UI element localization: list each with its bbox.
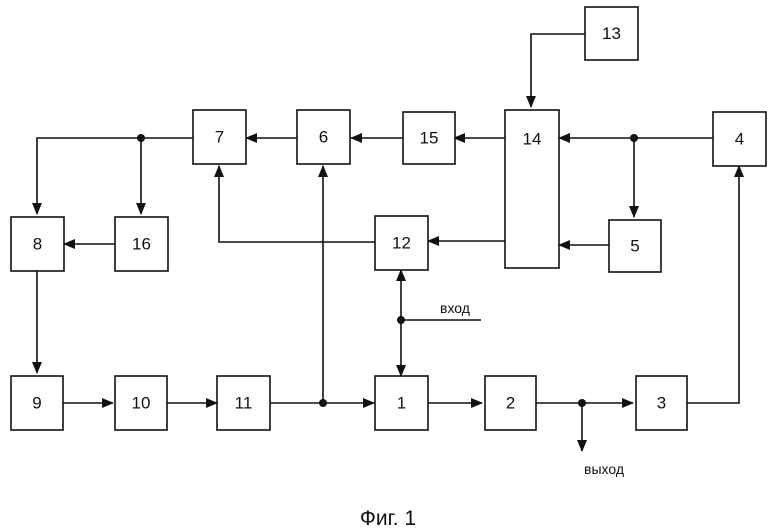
block-13-label: 13 [602,24,621,43]
input-label: вход [440,300,470,316]
block-1: 1 [375,376,428,430]
junction-dot [397,316,405,324]
wire-3-to-4 [687,166,739,403]
block-6: 6 [297,110,350,164]
block-8: 8 [11,217,64,271]
block-5: 5 [609,220,661,272]
block-8-label: 8 [33,235,42,254]
junction-dot [630,134,638,142]
block-9-label: 9 [32,394,41,413]
block-10: 10 [115,376,167,430]
wire-13-to-14 [531,34,585,107]
block-6-label: 6 [319,128,328,147]
block-2: 2 [485,376,536,430]
block-13: 13 [585,7,638,60]
block-12-label: 12 [392,234,411,253]
block-7-label: 7 [215,128,224,147]
block-7: 7 [193,110,246,164]
junction-dot [578,399,586,407]
block-14: 14 [505,110,559,268]
block-9: 9 [11,376,63,430]
block-3: 3 [636,376,687,430]
block-1-label: 1 [397,394,406,413]
output-label: выход [584,461,624,477]
block-12: 12 [375,216,428,270]
block-14-label: 14 [523,130,542,149]
block-10-label: 10 [132,394,151,413]
wire-12-to-7 [219,166,375,242]
junction-dot [137,134,145,142]
block-2-label: 2 [506,394,515,413]
block-5-label: 5 [630,237,639,256]
wire-7-to-8 [37,138,193,214]
figure-caption: Фиг. 1 [360,507,416,530]
junction-dot [319,399,327,407]
block-3-label: 3 [657,394,666,413]
block-4: 4 [713,112,766,166]
block-15-label: 15 [420,129,439,148]
block-16-label: 16 [132,235,151,254]
block-4-label: 4 [735,130,744,149]
block-15: 15 [403,112,455,164]
block-16: 16 [115,217,168,271]
block-11: 11 [217,376,270,430]
block-11-label: 11 [235,394,253,413]
